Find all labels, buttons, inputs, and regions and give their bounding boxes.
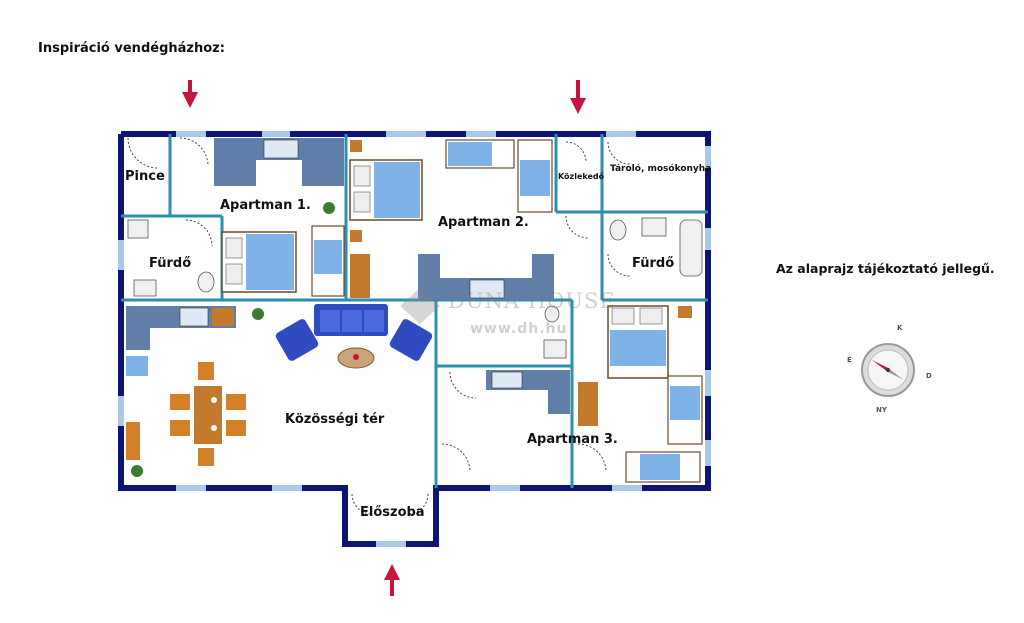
watermark-brand: DUNA HOUSE: [448, 289, 616, 313]
counter-apartman2: [418, 254, 554, 300]
sofa-set: [275, 304, 433, 369]
counter-apartman1: [214, 138, 344, 186]
watermark: DUNA HOUSE www.dh.hu: [400, 283, 630, 343]
arrow-top-left-icon: [182, 80, 198, 108]
room-furdo-left-label: Fürdő: [149, 256, 192, 271]
room-kozossegi-label: Közösségi tér: [285, 412, 385, 427]
single-beds-apartman3: [625, 375, 703, 483]
bathroom-left-fixtures: [127, 219, 215, 297]
page-title: Inspiráció vendégházhoz:: [38, 41, 225, 56]
single-bed-apartman1: [311, 225, 345, 297]
bathroom-right-fixtures: [609, 217, 703, 277]
arrow-top-right-icon: [570, 80, 586, 114]
plant-icon: [252, 308, 264, 320]
plant-icon: [131, 465, 143, 477]
bed-apartman3: [607, 305, 669, 379]
compass-label-w: NY: [876, 406, 887, 414]
inner-walls: [121, 134, 708, 488]
sideboard-common: [126, 422, 140, 460]
bed-apartman1: [221, 231, 297, 293]
watermark-logo-icon: [400, 288, 440, 324]
single-beds-apartman2: [445, 139, 553, 213]
furniture-apartman3: [578, 306, 692, 426]
room-kozlekedo-label: Közlekedő: [558, 172, 605, 181]
counter-apartman3: [486, 370, 570, 414]
room-pince-label: Pince: [125, 169, 165, 184]
watermark-url: www.dh.hu: [470, 321, 568, 337]
room-apartman2-label: Apartman 2.: [438, 215, 529, 230]
dining-table: [170, 362, 246, 466]
plant-icon: [323, 202, 335, 214]
room-furdo-right-label: Fürdő: [632, 256, 675, 271]
kitchen-counter-common: [126, 306, 236, 376]
bed-apartman2: [349, 159, 423, 221]
arrow-bottom-icon: [384, 564, 400, 596]
room-tarolo-label: Tároló, mosókonyha: [610, 164, 712, 174]
compass-label-e: K: [897, 324, 903, 332]
compass-icon: [861, 343, 915, 397]
door-swings: [127, 137, 631, 515]
room-apartman3-label: Apartman 3.: [527, 432, 618, 447]
disclaimer-note: Az alaprajz tájékoztató jellegű.: [776, 261, 995, 276]
nightstands-apartman2: [350, 140, 370, 298]
room-eloszoba-label: Előszoba: [360, 505, 425, 520]
compass-label-s: D: [926, 372, 932, 380]
room-apartman1-label: Apartman 1.: [220, 198, 311, 213]
windows: [118, 131, 711, 547]
small-bath-fixtures: [543, 305, 567, 359]
compass-label-n: É: [847, 356, 852, 364]
